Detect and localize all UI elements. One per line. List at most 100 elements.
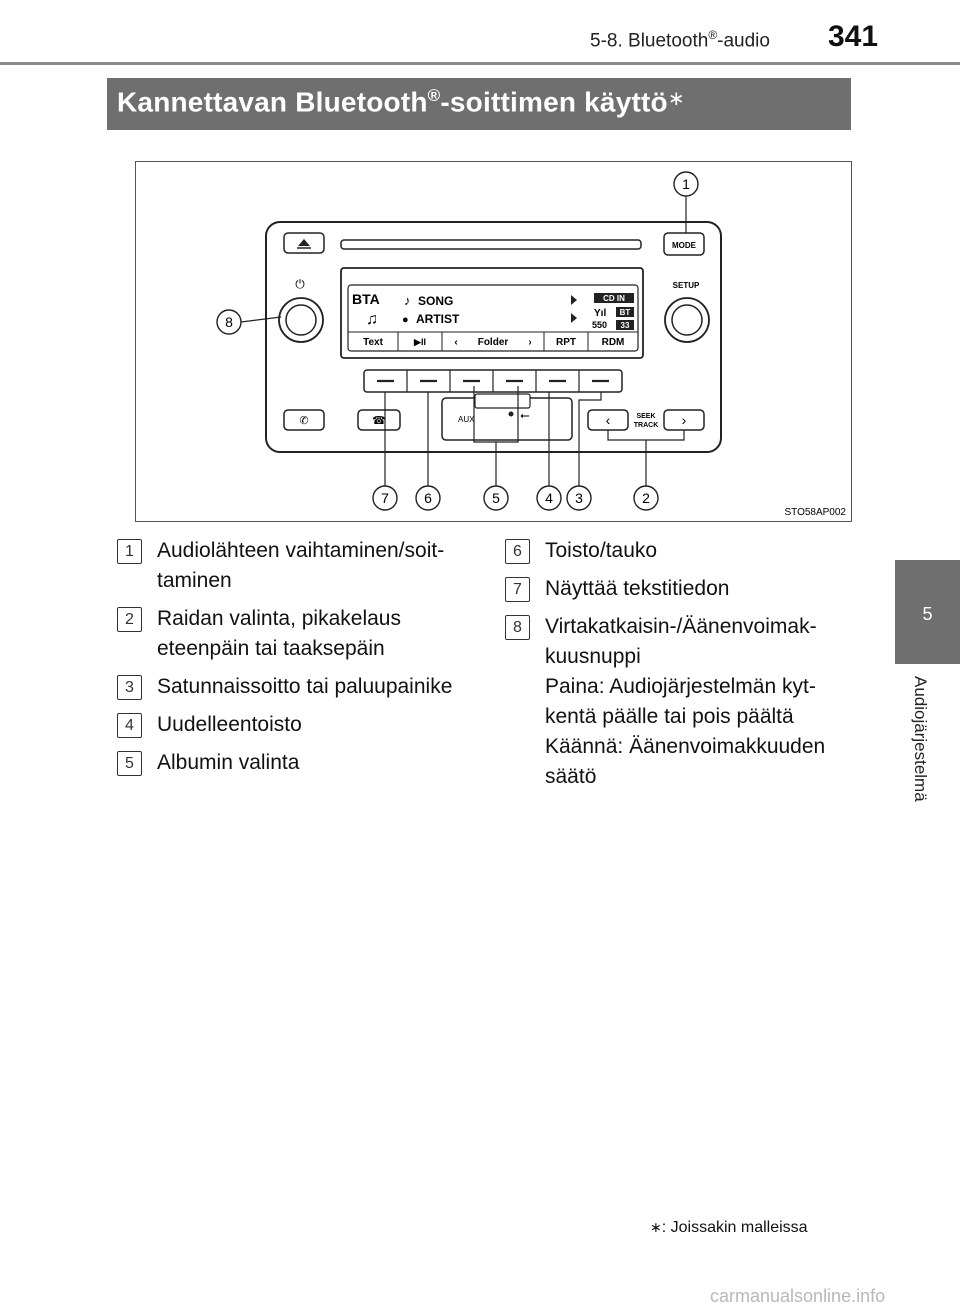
legend-text: Raidan valinta, pikakelaus [157,607,401,630]
folder-prev-icon: ‹ [454,337,457,348]
song-arrow-icon [571,295,577,305]
display-artist: ARTIST [416,312,460,326]
svg-text:CD IN: CD IN [603,294,625,303]
legend-text: Käännä: Äänenvoimakkuuden [545,735,826,758]
legend-item: 6 Toisto/tauko [505,536,850,566]
svg-text:8: 8 [225,314,233,330]
callout-1 [673,171,699,197]
svg-text:4: 4 [545,490,553,506]
legend-text: Satunnaissoitto tai paluupainike [157,675,453,698]
legend-item: 4 Uudelleentoisto [117,710,487,740]
section-heading: Kannettavan Bluetooth®-soittimen käyttö∗ [107,78,851,130]
legend-text: Uudelleentoisto [157,713,302,736]
soft-key-play-pause: ▶II [413,337,426,347]
legend-text: Audiolähteen vaihtaminen/soit- [157,539,445,562]
legend-number-badge: 8 [505,615,530,640]
callout-6 [415,485,441,511]
soft-key-rdm: RDM [602,337,625,348]
callout-4 [536,485,562,511]
legend-item: 3 Satunnaissoitto tai paluupainike [117,672,487,702]
hangup-icon: ☎ [372,415,386,427]
page-header: 5-8. Bluetooth®-audio 341 [0,0,960,66]
callout-2 [633,485,659,511]
soft-key-rpt: RPT [556,337,576,348]
legend-text: kentä päälle tai pois päältä [545,705,794,728]
power-icon: ⏻ [295,277,305,291]
track-label: TRACK [634,422,659,429]
aux-label: AUX [458,415,475,424]
cd-in-badge [594,293,634,303]
legend-number-badge: 4 [117,713,142,738]
legend-number-badge: 2 [117,607,142,632]
note-icon: ♪ [404,293,411,308]
phone-hangup-button [357,409,401,431]
seek-label: SEEK [636,413,655,420]
svg-text:1: 1 [682,176,690,192]
audio-unit-illustration: MODE ⏻ SETUP BTA ♪ SONG ♫ ● ARTIST CD IN… [216,171,846,518]
soft-key-folder: Folder [478,337,509,348]
display-time: 33 [621,321,630,330]
legend-text: Näyttää tekstitiedon [545,577,730,600]
legend-text: kuusnuppi [545,645,641,668]
display-value: 550 [592,320,607,330]
person-icon: ● [402,314,409,326]
svg-text:2: 2 [642,490,650,506]
legend-item: 2 Raidan valinta, pikakelaus eteenpäin tai… [117,604,487,664]
soft-key-text: Text [363,337,383,348]
phone-answer-button [283,409,325,431]
mode-label: MODE [672,241,697,250]
bt-badge [616,307,634,317]
svg-text:5: 5 [492,490,500,506]
legend-item: 5 Albumin valinta [117,748,487,778]
watermark: carmanualsonline.info [710,1286,886,1306]
setup-label: SETUP [673,281,700,290]
callout-8 [216,309,242,335]
legend-text: eteenpäin tai taaksepäin [157,637,385,660]
callout-3 [566,485,592,511]
legend-number-badge: 3 [117,675,142,700]
svg-text:3: 3 [575,490,583,506]
legend-number-badge: 7 [505,577,530,602]
legend-number-badge: 6 [505,539,530,564]
eject-icon [298,239,310,246]
chapter-number: 5 [922,604,933,624]
folder-next-icon: › [528,337,531,348]
legend-number-badge: 5 [117,751,142,776]
legend-text: Albumin valinta [157,751,300,774]
audio-unit-figure: MODE ⏻ SETUP BTA ♪ SONG ♫ ● ARTIST CD IN… [135,161,852,522]
usb-cover [474,393,531,409]
section-title: 5-8. Bluetooth®-audio [590,28,770,52]
section-heading-text: Kannettavan Bluetooth®-soittimen käyttö∗ [117,86,685,118]
legend-item: 7 Näyttää tekstitiedon [505,574,850,604]
signal-icon: Yıl [594,308,606,319]
page-number: 341 [828,20,879,53]
usb-icon: ⭠ [520,408,530,422]
chapter-label: Audiojärjestelmä [911,676,930,802]
music-icon: ♫ [366,311,378,328]
legend-item: 1 Audiolähteen vaihtaminen/soit-taminen [117,536,487,596]
svg-text:BT: BT [620,308,631,317]
artist-arrow-icon [571,313,577,323]
legend-number-badge: 1 [117,539,142,564]
mode-button [663,232,705,256]
figure-code: STO58AP002 [784,507,846,518]
svg-text:6: 6 [424,490,432,506]
chapter-tab[interactable]: 5 [895,560,960,664]
svg-text:7: 7 [381,490,389,506]
callout-5 [483,485,509,511]
display-source: BTA [352,291,380,307]
cd-slot [340,239,642,250]
header-rule [0,62,960,65]
phone-icon: ✆ [299,415,308,427]
legend-text: Paina: Audiojärjestelmän kyt- [545,675,816,698]
legend-text: taminen [157,569,232,592]
seek-prev-icon: ‹ [606,412,611,428]
seek-next-icon: › [682,412,687,428]
legend-text: Toisto/tauko [545,539,658,562]
footnote: ∗: Joissakin malleissa [650,1219,808,1236]
legend-text: säätö [545,765,597,788]
callout-7 [372,485,398,511]
